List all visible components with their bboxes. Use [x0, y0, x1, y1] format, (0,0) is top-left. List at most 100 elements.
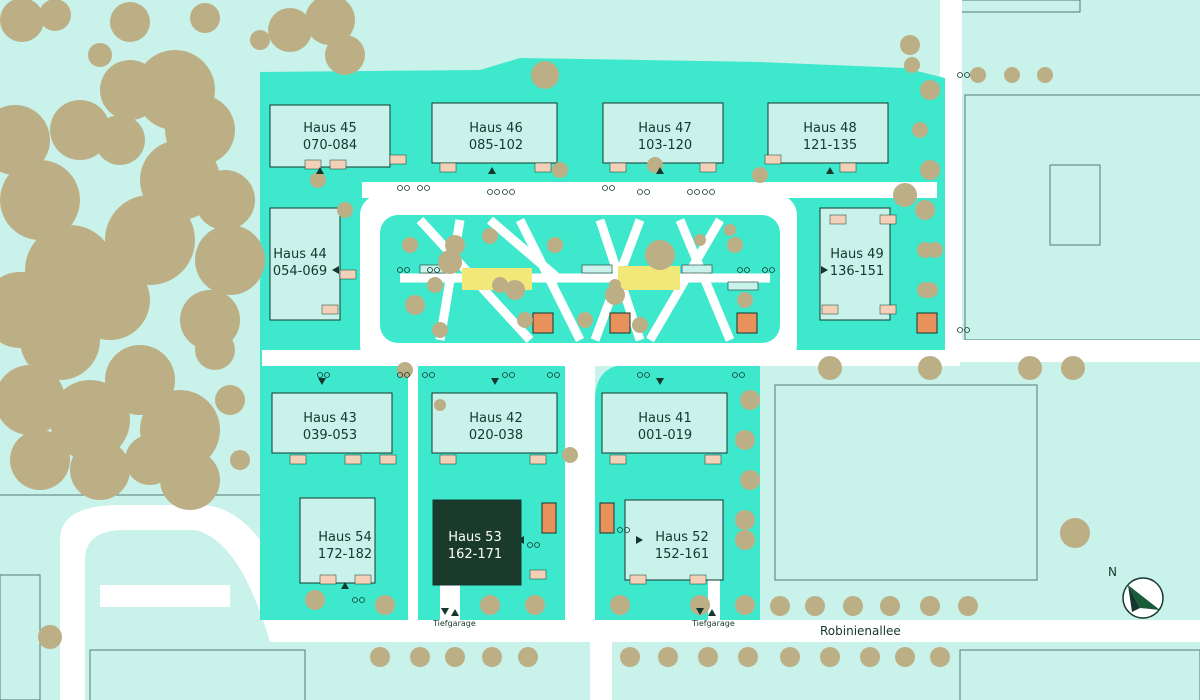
building-haus-43[interactable] — [271, 392, 393, 454]
building-haus-41[interactable] — [601, 392, 728, 454]
tree-icon — [917, 242, 933, 258]
patio — [764, 154, 782, 165]
patio — [354, 574, 372, 585]
roads — [60, 0, 1200, 700]
tree-icon — [632, 317, 648, 333]
tree-icon — [552, 162, 568, 178]
building-units-label: 172-182 — [318, 547, 372, 562]
tree-icon — [895, 647, 915, 667]
sheds — [532, 312, 938, 534]
tree-icon — [432, 322, 448, 338]
entrance-arrow-icon — [441, 608, 449, 615]
building-haus-54[interactable] — [299, 497, 376, 584]
tree-icon — [1018, 356, 1042, 380]
patio — [879, 214, 897, 225]
tree-icon — [0, 0, 44, 42]
tree-icon — [820, 647, 840, 667]
tree-icon — [958, 596, 978, 616]
building-units-label: 162-171 — [448, 547, 502, 562]
patio — [529, 454, 547, 465]
entrance-arrow-icon — [696, 608, 704, 615]
tree-icon — [610, 595, 630, 615]
tree-icon — [125, 435, 175, 485]
tree-icon — [645, 240, 675, 270]
building-haus-48[interactable] — [767, 102, 889, 164]
bicycle-parking-icon — [687, 189, 700, 195]
tree-icon — [698, 647, 718, 667]
building-name-label: Haus 48 — [803, 121, 856, 136]
tree-icon — [195, 225, 265, 295]
tree-icon — [531, 61, 559, 89]
tree-icon — [505, 280, 525, 300]
tree-icon — [605, 285, 625, 305]
tree-icon — [880, 596, 900, 616]
tree-icon — [920, 80, 940, 100]
street-label: Robinienallee — [820, 624, 901, 638]
tree-icon — [562, 447, 578, 463]
tree-icon — [195, 170, 255, 230]
bicycle-parking-icon — [487, 189, 500, 195]
tree-icon — [912, 122, 928, 138]
bicycle-parking-icon — [732, 372, 745, 378]
tree-icon — [492, 277, 508, 293]
patio — [339, 269, 357, 280]
tree-icon — [375, 595, 395, 615]
building-units-label: 085-102 — [469, 138, 523, 153]
tree-icon — [918, 356, 942, 380]
building-units-label: 121-135 — [803, 138, 857, 153]
entrance-arrows — [316, 167, 834, 616]
tree-icon — [95, 115, 145, 165]
patio — [529, 569, 547, 580]
building-haus-49[interactable] — [819, 207, 891, 321]
tree-icon — [250, 30, 270, 50]
building-name-label: Haus 44 — [273, 247, 326, 262]
building-haus-44[interactable] — [269, 207, 341, 321]
tree-icon — [397, 362, 413, 378]
building-units-label: 020-038 — [469, 428, 523, 443]
entrance-arrow-icon — [316, 167, 324, 174]
bicycle-parking-icon — [617, 527, 630, 533]
tree-icon — [190, 3, 220, 33]
tree-icon — [39, 0, 71, 31]
patio — [321, 304, 339, 315]
building-haus-42[interactable] — [431, 392, 558, 454]
tree-icon — [195, 330, 235, 370]
tree-icon — [694, 234, 706, 246]
building-haus-47[interactable] — [602, 102, 724, 164]
bicycle-parking-icon — [702, 189, 715, 195]
building-name-label: Haus 42 — [469, 411, 522, 426]
tree-icon — [427, 277, 443, 293]
tree-icon — [482, 647, 502, 667]
building-haus-45[interactable] — [269, 104, 391, 168]
compass-north-label: N — [1108, 565, 1117, 579]
bicycle-parking-icon — [502, 189, 515, 195]
patio — [609, 162, 627, 173]
tree-icon — [724, 224, 736, 236]
tree-icon — [370, 647, 390, 667]
bicycle-parking-icon — [422, 372, 435, 378]
building-haus-53[interactable] — [432, 499, 522, 586]
building-haus-46[interactable] — [431, 102, 558, 164]
tree-icon — [740, 470, 760, 490]
tree-icon — [410, 647, 430, 667]
entrance-arrow-icon — [517, 536, 524, 544]
building-units-label: 070-084 — [303, 138, 357, 153]
bicycle-parking-icon — [637, 189, 650, 195]
tree-icon — [50, 100, 110, 160]
entrance-arrow-icon — [656, 378, 664, 385]
building-name-label: Haus 45 — [303, 121, 356, 136]
tree-icon — [690, 595, 710, 615]
garage-label-west: Tiefgarage — [432, 619, 476, 628]
tree-icon — [10, 430, 70, 490]
tree-icon — [805, 596, 825, 616]
tree-icon — [900, 35, 920, 55]
entrance-arrow-icon — [332, 266, 339, 274]
tree-icon — [930, 647, 950, 667]
tree-icon — [88, 43, 112, 67]
patio — [344, 454, 362, 465]
bicycle-parking-icon — [397, 372, 410, 378]
building-name-label: Haus 43 — [303, 411, 356, 426]
tree-icon — [620, 647, 640, 667]
patio — [319, 574, 337, 585]
